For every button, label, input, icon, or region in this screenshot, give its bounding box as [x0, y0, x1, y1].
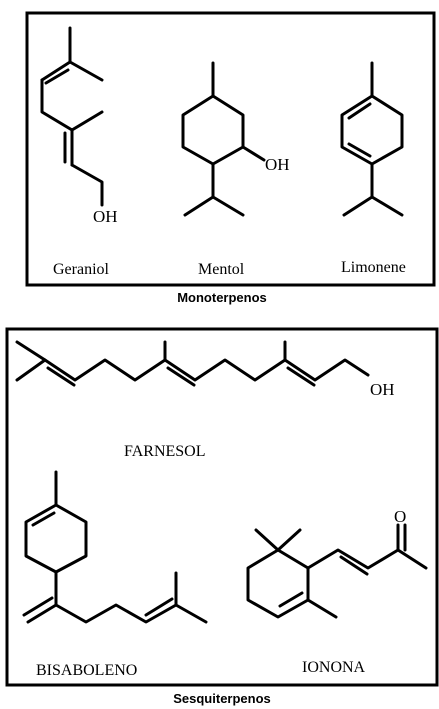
mentol-oh-label: OH: [265, 155, 290, 174]
monoterpenos-panel: OH Geraniol OH Mentol Limonene: [25, 11, 436, 305]
limonene-structure: Limonene: [340, 61, 406, 276]
ionona-name: IONONA: [302, 659, 366, 676]
farnesol-name: FARNESOL: [124, 443, 206, 460]
sesquiterpenos-caption: Sesquiterpenos: [173, 691, 271, 706]
mentol-name: Mentol: [198, 261, 245, 278]
geraniol-structure: OH Geraniol: [40, 26, 118, 278]
mentol-structure: OH Mentol: [181, 61, 290, 278]
sesquiterpenos-frame: [5, 327, 439, 687]
ionona-structure: O IONONA: [246, 507, 428, 676]
farnesol-structure: OH FARNESOL: [15, 340, 395, 460]
bisaboleno-name: BISABOLENO: [36, 662, 137, 679]
farnesol-oh-label: OH: [370, 380, 395, 399]
bisaboleno-structure: BISABOLENO: [22, 470, 208, 679]
geraniol-oh-label: OH: [93, 207, 118, 226]
limonene-name: Limonene: [341, 259, 406, 276]
monoterpenos-caption: Monoterpenos: [177, 290, 267, 305]
monoterpenos-frame: [25, 11, 436, 287]
geraniol-name: Geraniol: [53, 261, 110, 278]
ionona-o-label: O: [394, 507, 406, 526]
sesquiterpenos-panel: OH FARNESOL BISABOLENO O: [5, 327, 439, 706]
